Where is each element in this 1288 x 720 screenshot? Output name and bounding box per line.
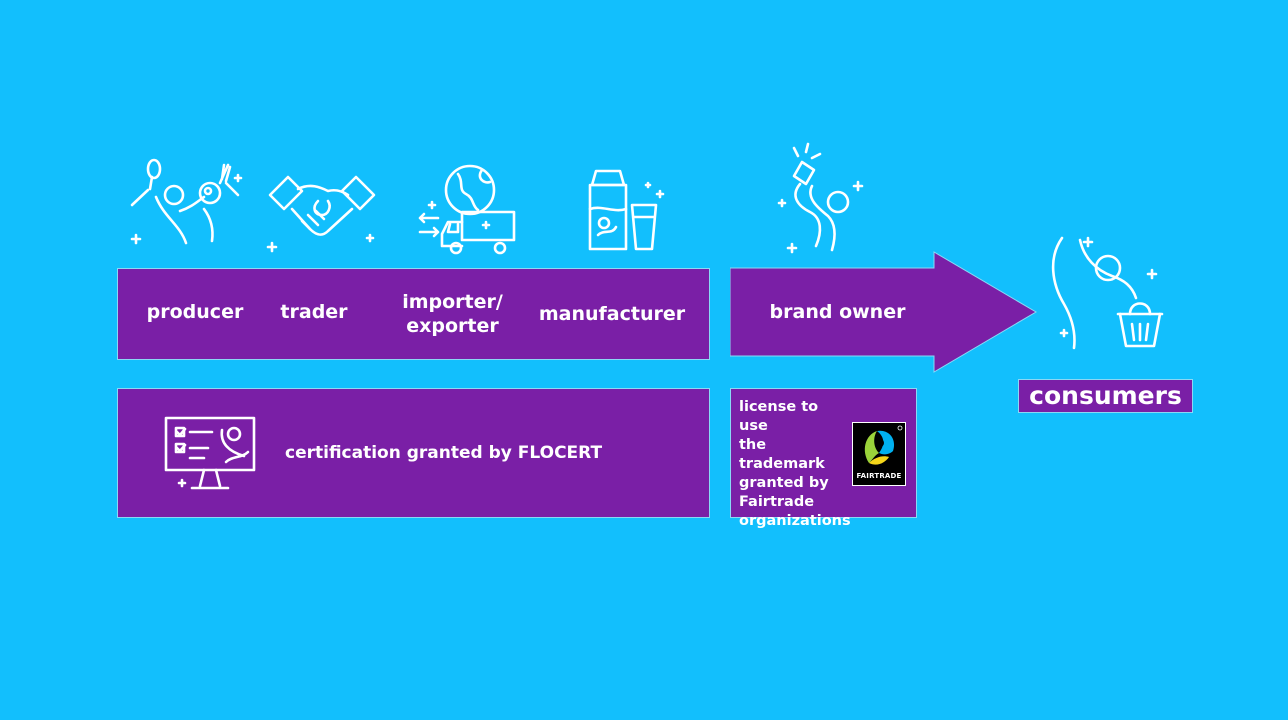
producer-label: producer <box>146 301 244 323</box>
milk-carton-glass-icon <box>582 165 672 260</box>
manufacturer-label: manufacturer <box>538 303 686 325</box>
supply-chain-bar <box>117 268 710 360</box>
producer-icon <box>120 155 250 255</box>
license-label: license to use the trademark granted by … <box>739 399 851 529</box>
brand-owner-arrow <box>729 248 1040 376</box>
monitor-checklist-icon <box>160 412 260 494</box>
certification-label: certification granted by FLOCERT <box>285 443 603 463</box>
brand-owner-icon <box>772 140 872 265</box>
brand-owner-label: brand owner <box>769 301 906 323</box>
consumer-basket-icon <box>1040 228 1175 358</box>
certification-bar <box>117 388 710 518</box>
trader-label: trader <box>280 301 348 323</box>
importer-exporter-label: importer/ exporter <box>402 291 503 337</box>
handshake-icon <box>262 165 382 260</box>
globe-truck-icon <box>412 160 527 260</box>
fairtrade-mark: FAIRTRADE <box>852 422 906 486</box>
consumers-label: consumers <box>1018 379 1193 413</box>
fairtrade-mark-text: FAIRTRADE <box>856 472 902 480</box>
